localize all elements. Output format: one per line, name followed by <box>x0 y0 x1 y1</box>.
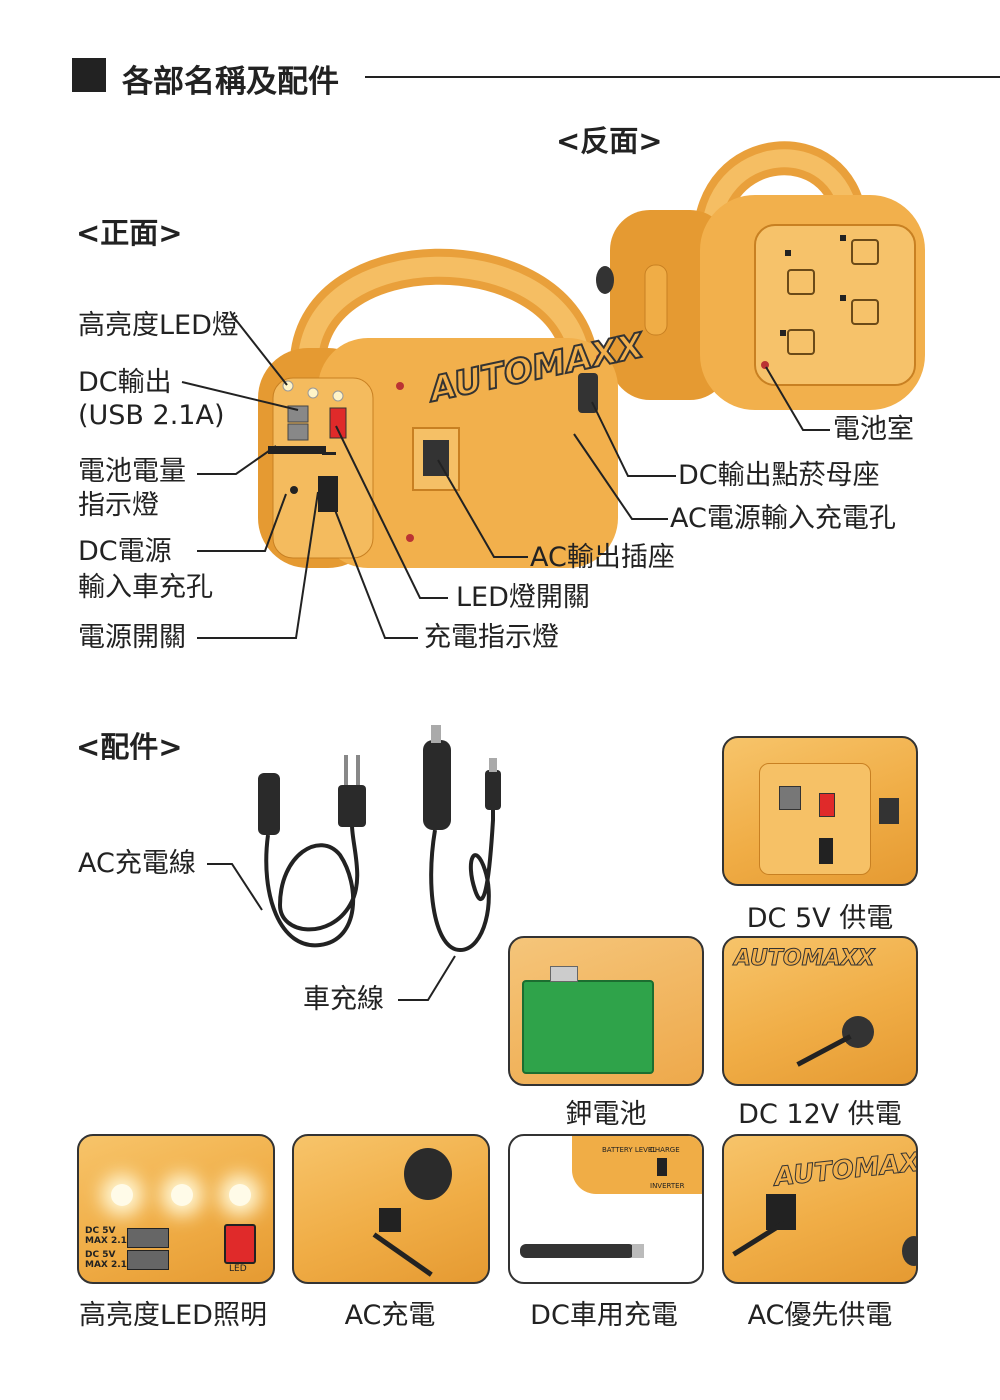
brand-logo-tile: AUTOMAXX <box>772 1145 918 1193</box>
label-car-cable: 車充線 <box>303 984 384 1015</box>
label-ac-outlet: AC輸出插座 <box>530 542 675 573</box>
photo-ac-charge <box>292 1134 490 1284</box>
label-charge-indicator: 充電指示燈 <box>424 622 559 653</box>
accessory-leader-lines <box>207 863 456 1001</box>
panel-label-dc5v-a: DC 5V <box>85 1226 116 1236</box>
photo-led: DC 5V MAX 2.1A DC 5V MAX 2.1A LED <box>77 1134 275 1284</box>
label-ac-cable: AC充電線 <box>78 848 196 879</box>
label-ac-input: AC電源輸入充電孔 <box>670 503 896 534</box>
panel-label-max-a: MAX 2.1A <box>85 1236 134 1246</box>
photo-dc5v <box>722 736 918 886</box>
panel-label-battery-level: BATTERY LEVEL <box>602 1146 657 1154</box>
label-dc-out: DC輸出 <box>78 367 172 398</box>
label-led-switch: LED燈開關 <box>456 582 590 613</box>
ac-cable-image <box>240 745 390 955</box>
label-battery-indicator: 電池電量 <box>78 456 186 487</box>
brand-logo-small: AUTOMAXX <box>733 946 875 972</box>
caption-dc5v: DC 5V 供電 <box>746 903 894 934</box>
panel-label-dc5v-b: DC 5V <box>85 1250 116 1260</box>
label-led-light: 高亮度LED燈 <box>78 310 239 341</box>
panel-label-inverter: INVERTER <box>650 1182 685 1190</box>
section-front: <正面> <box>76 216 183 250</box>
section-back: <反面> <box>556 124 663 158</box>
leader-lines <box>181 314 830 639</box>
panel-label-charge: CHARGE <box>650 1146 680 1154</box>
label-dc-input-2: 輸入車充孔 <box>78 572 213 603</box>
label-dc-out-usb: (USB 2.1A) <box>78 400 225 431</box>
label-dc-input: DC電源 <box>78 536 172 567</box>
caption-ac-charge: AC充電 <box>344 1300 436 1331</box>
panel-label-max-b: MAX 2.1A <box>85 1260 134 1270</box>
caption-battery: 鉀電池 <box>565 1099 647 1130</box>
photo-dc-car: BATTERY LEVEL CHARGE INVERTER <box>508 1134 704 1284</box>
panel-label-led: LED <box>229 1264 247 1274</box>
car-cable-image <box>405 720 515 960</box>
label-power-switch: 電源開關 <box>78 622 186 653</box>
header-rule <box>365 76 1000 78</box>
label-dc-cigarette: DC輸出點菸母座 <box>678 460 880 491</box>
label-battery-bay: 電池室 <box>833 414 914 445</box>
label-battery-indicator-2: 指示燈 <box>78 490 159 521</box>
caption-led: 高亮度LED照明 <box>79 1300 267 1331</box>
caption-ac-priority: AC優先供電 <box>747 1300 893 1331</box>
header-square <box>72 58 106 92</box>
caption-dc12v: DC 12V 供電 <box>738 1099 902 1130</box>
photo-ac-priority: AUTOMAXX <box>722 1134 918 1284</box>
section-accessories: <配件> <box>76 730 183 764</box>
back-device-image <box>590 100 930 430</box>
page-title: 各部名稱及配件 <box>122 64 339 100</box>
caption-dc-car: DC車用充電 <box>530 1300 678 1331</box>
front-device-image: AUTOMAXX <box>248 228 648 573</box>
photo-battery <box>508 936 704 1086</box>
photo-dc12v: AUTOMAXX <box>722 936 918 1086</box>
